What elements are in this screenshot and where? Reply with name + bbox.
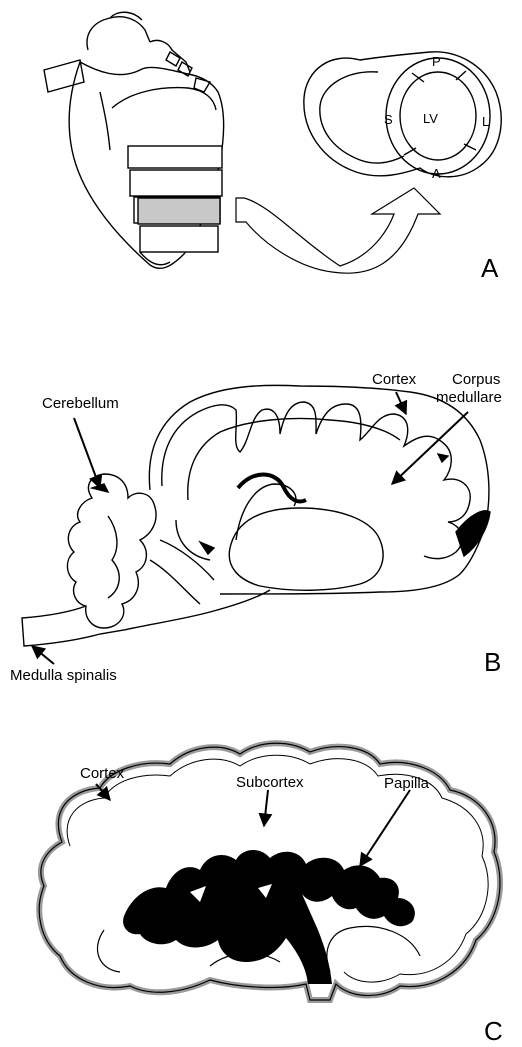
panel-b: Cerebellum Cortex Corpus medullare Medul… bbox=[10, 371, 502, 684]
panel-a: P LV S L A A bbox=[44, 12, 501, 283]
label-corpus-medullare-2: medullare bbox=[436, 389, 502, 406]
label-s: S bbox=[384, 112, 393, 127]
arrow-medulla-spinalis bbox=[32, 646, 54, 664]
label-cortex-kidney: Cortex bbox=[80, 765, 125, 782]
curved-arrow bbox=[236, 188, 440, 273]
panel-letter-b: B bbox=[484, 647, 501, 677]
slice-band-1 bbox=[128, 146, 222, 168]
label-cortex-brain: Cortex bbox=[372, 371, 417, 388]
slice-band-2 bbox=[130, 170, 222, 196]
label-cerebellum: Cerebellum bbox=[42, 395, 119, 412]
label-medulla-spinalis: Medulla spinalis bbox=[10, 667, 117, 684]
slice-band-shaded bbox=[138, 198, 220, 224]
panel-letter-c: C bbox=[484, 1016, 503, 1046]
brain-illustration bbox=[22, 385, 490, 646]
arrow-cortex bbox=[396, 392, 406, 414]
label-corpus-medullare-1: Corpus bbox=[452, 371, 500, 388]
panel-c: Cortex Subcortex Papilla C bbox=[39, 743, 503, 1046]
label-a: A bbox=[432, 166, 441, 181]
label-lv: LV bbox=[423, 111, 438, 126]
heart-cross-section bbox=[304, 52, 501, 177]
ventricle-slices bbox=[128, 146, 222, 265]
panel-letter-a: A bbox=[481, 253, 499, 283]
arrow-cerebellum bbox=[74, 418, 100, 488]
label-papilla: Papilla bbox=[384, 775, 430, 792]
slice-band-4 bbox=[140, 226, 218, 252]
label-subcortex: Subcortex bbox=[236, 774, 304, 791]
arrow-corpus-medullare bbox=[392, 412, 468, 484]
label-l: L bbox=[482, 114, 489, 129]
label-p: P bbox=[432, 54, 441, 69]
